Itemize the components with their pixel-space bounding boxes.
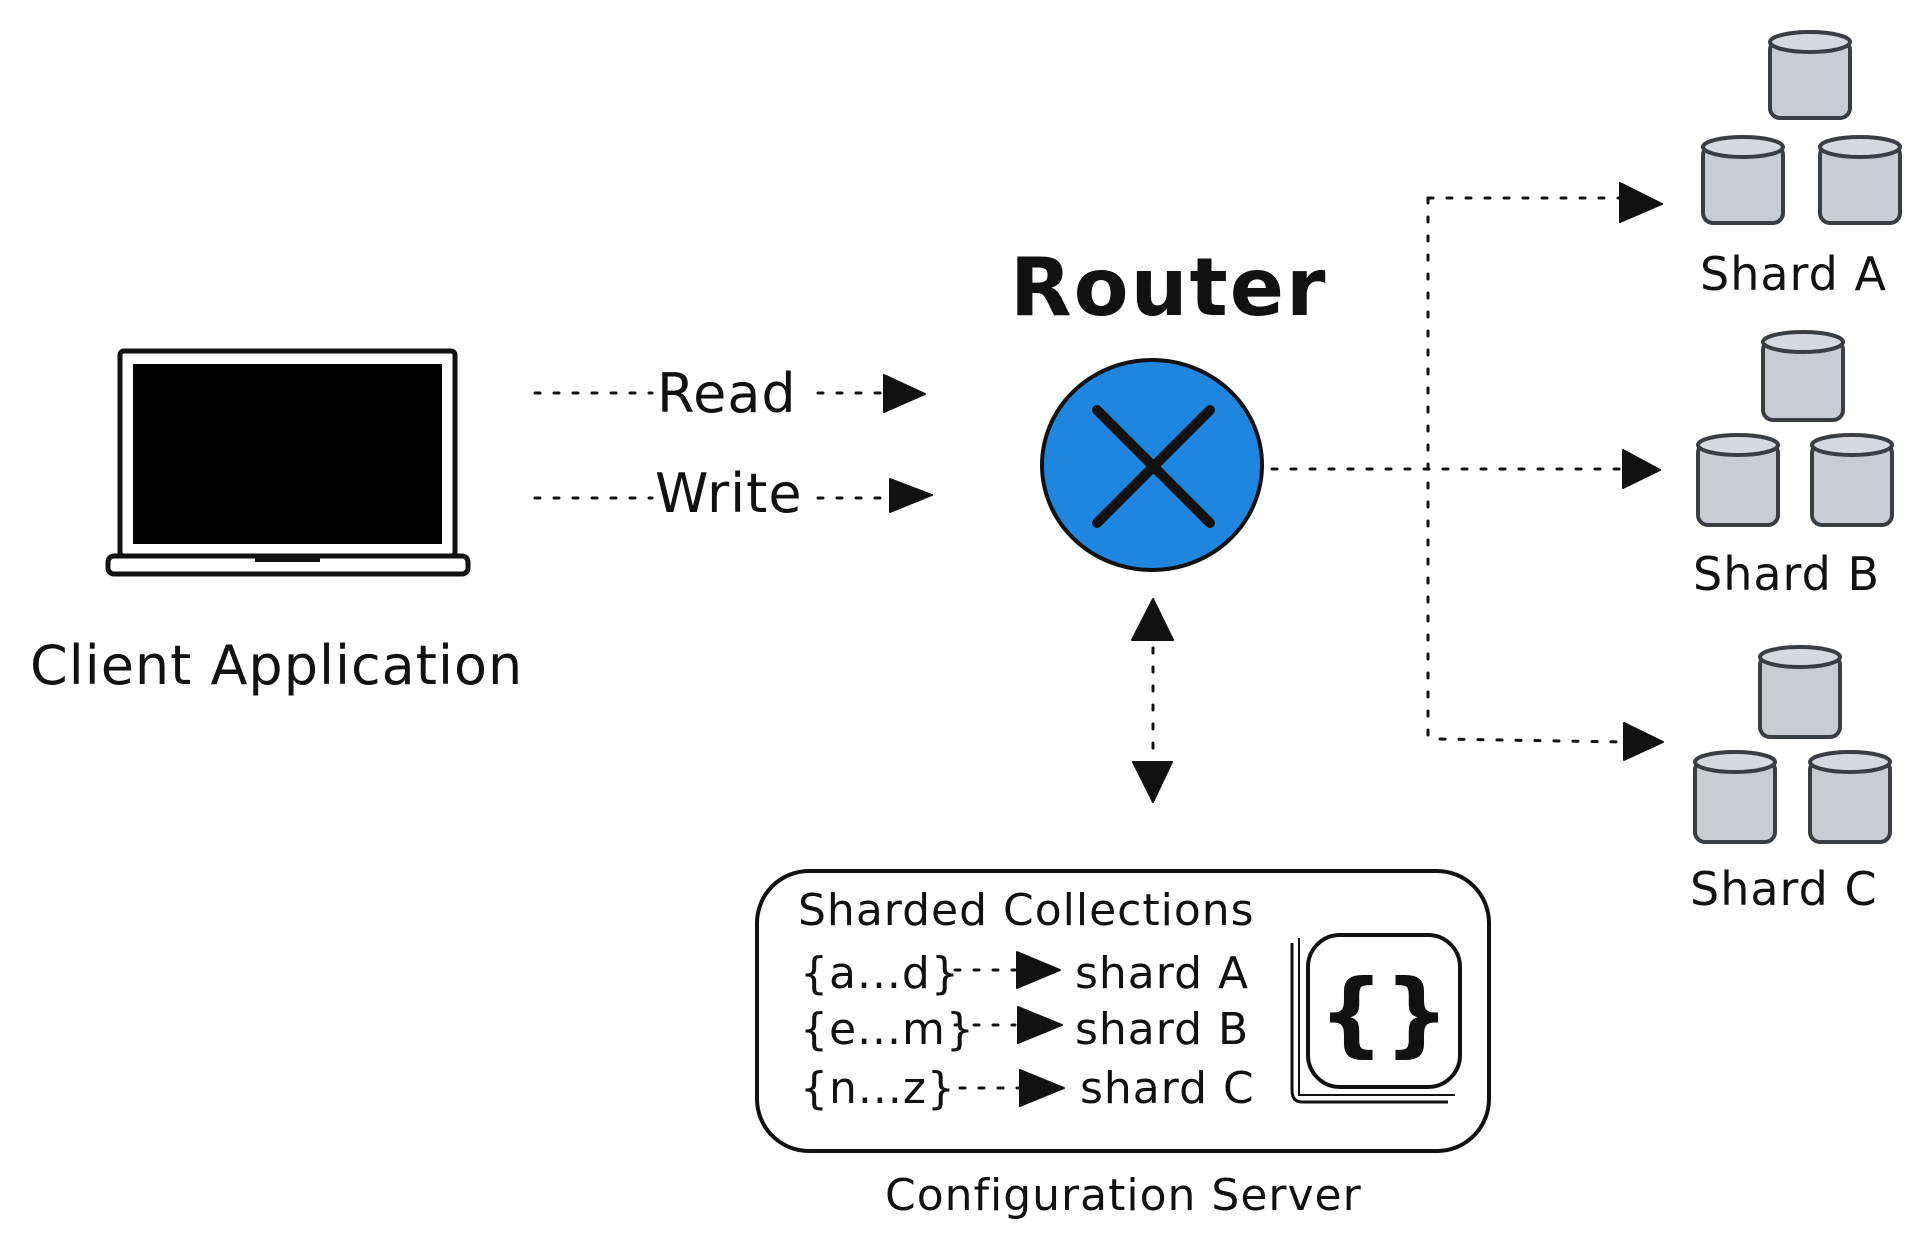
mapping-row: {n...z} shard C	[800, 1063, 1255, 1114]
router-to-shards-edges	[1270, 182, 1664, 761]
mapping-range: {a...d}	[800, 948, 960, 999]
database-icon	[1808, 750, 1892, 844]
router-label: Router	[1010, 241, 1327, 334]
mapping-range: {e...m}	[800, 1004, 975, 1055]
sharded-collections-heading: Sharded Collections	[798, 885, 1255, 936]
mapping-row: {e...m} shard B	[800, 1004, 1249, 1055]
mapping-target: shard A	[1075, 948, 1249, 999]
x-cross-icon	[1092, 405, 1215, 528]
shard-b-cluster	[1696, 330, 1894, 527]
svg-text:{}: {}	[1319, 960, 1450, 1067]
mapping-row: {a...d} shard A	[800, 948, 1249, 999]
database-icon	[1768, 30, 1852, 120]
mapping-range: {n...z}	[800, 1063, 956, 1114]
database-icon	[1810, 433, 1894, 527]
write-label: Write	[655, 462, 803, 525]
shard-c-label: Shard C	[1690, 862, 1878, 916]
router-node	[1040, 358, 1264, 572]
router-config-edge	[1131, 598, 1174, 803]
client-application-label: Client Application	[30, 634, 523, 697]
read-label: Read	[657, 362, 797, 425]
mapping-target: shard C	[1080, 1063, 1255, 1114]
laptop-icon	[105, 348, 471, 577]
database-icon	[1761, 330, 1845, 422]
mapping-target: shard B	[1075, 1004, 1249, 1055]
write-edge	[533, 478, 933, 513]
config-server-box	[755, 869, 1491, 1153]
shard-b-label: Shard B	[1693, 547, 1880, 601]
configuration-server-label: Configuration Server	[885, 1170, 1362, 1221]
read-edge	[533, 374, 926, 413]
database-icon	[1696, 433, 1780, 527]
database-icon	[1818, 135, 1902, 225]
database-icon	[1701, 135, 1785, 225]
shard-a-label: Shard A	[1700, 247, 1887, 301]
shard-c-cluster	[1693, 645, 1892, 844]
database-icon	[1693, 750, 1777, 844]
curly-braces-icon: {}	[1290, 933, 1462, 1104]
database-icon	[1758, 645, 1842, 739]
shard-a-cluster	[1701, 30, 1902, 225]
